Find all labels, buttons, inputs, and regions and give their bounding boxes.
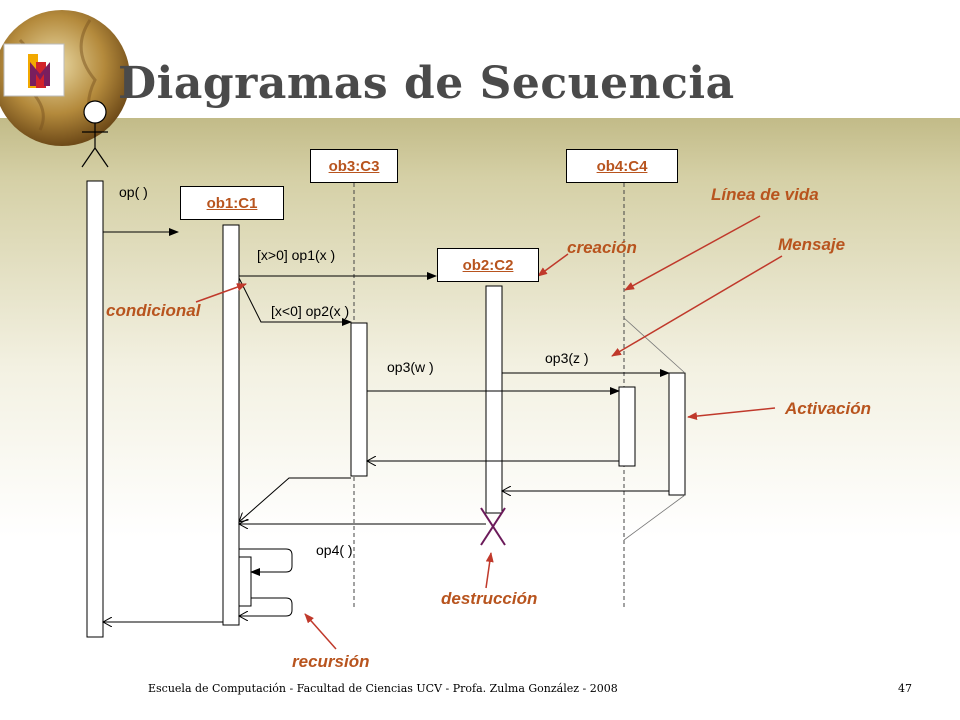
annotation-arrow-recursion: [304, 613, 337, 650]
annotation-arrow-destruccion: [485, 552, 494, 589]
message-op3z-label: op3(z ): [545, 350, 589, 366]
footer-text: Escuela de Computación - Facultad de Cie…: [148, 682, 618, 695]
object-ob3: ob3:C3: [310, 149, 398, 183]
message-op4-label: op4( ): [316, 542, 353, 558]
recursion-return-arrow: [239, 597, 293, 616]
ob1-recursion-activation: [238, 556, 252, 607]
page-number: 47: [898, 682, 912, 695]
message-op1-label: [x>0] op1(x ): [257, 247, 336, 263]
activation-callout-line-top: [623, 317, 686, 374]
object-ob2: ob2:C2: [437, 248, 539, 282]
message-op2-label: [x<0] op2(x ): [271, 303, 350, 319]
destruction-x-icon: [480, 507, 506, 546]
message-op-label: op( ): [119, 184, 148, 200]
annotation-linea-de-vida: Línea de vida: [711, 185, 819, 204]
annotation-activacion: Activación: [785, 399, 871, 418]
annotation-arrow-linea-de-vida: [624, 215, 761, 291]
slide-title: Diagramas de Secuencia: [118, 58, 735, 109]
ob3-activation: [350, 322, 368, 477]
uml-logo-icon: [28, 54, 50, 88]
annotation-arrow-mensaje: [611, 255, 783, 357]
ob1-activation: [222, 224, 240, 626]
header-band: [0, 0, 960, 118]
annotation-mensaje: Mensaje: [778, 235, 846, 254]
ob4-activation-1: [618, 386, 636, 467]
annotation-destruccion: destrucción: [441, 589, 538, 608]
ob4-activation-2: [668, 372, 686, 496]
annotation-creacion: creación: [567, 238, 637, 257]
recursion-call-arrow: [239, 548, 293, 576]
annotation-arrow-creacion: [537, 253, 569, 277]
actor-activation: [86, 180, 104, 638]
message-op2-arrow: [238, 277, 352, 326]
activation-callout-line-bottom: [623, 494, 686, 541]
object-ob4: ob4:C4: [566, 149, 678, 183]
annotation-arrow-condicional: [195, 283, 247, 303]
message-op3w-label: op3(w ): [387, 359, 434, 375]
object-ob1: ob1:C1: [180, 186, 284, 220]
actor-icon: [81, 100, 109, 168]
annotation-condicional: condicional: [106, 301, 201, 320]
return-ob3-to-ob1: [239, 477, 351, 522]
annotation-recursion: recursión: [292, 652, 370, 671]
background-gradient: [0, 118, 960, 720]
annotation-arrow-activacion: [687, 407, 776, 421]
ob2-activation: [485, 285, 503, 514]
